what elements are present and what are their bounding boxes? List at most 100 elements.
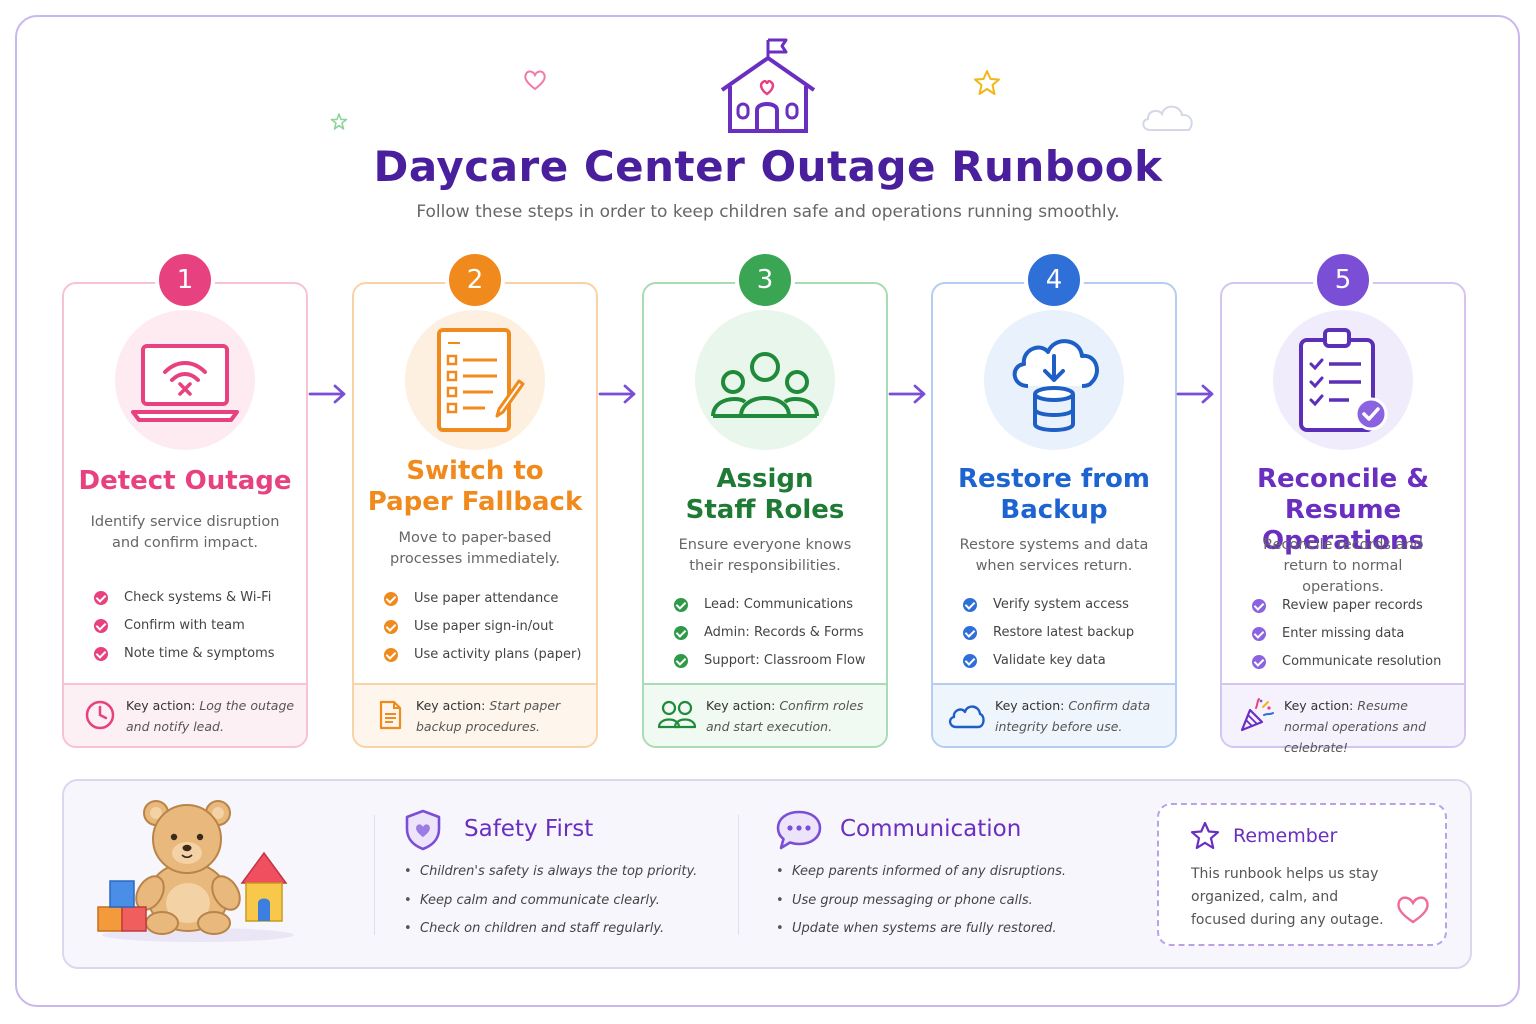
arrow-right-icon [598, 384, 636, 404]
paper-checklist-icon [437, 328, 525, 432]
step-description: Identify service disruption and confirm … [90, 514, 280, 551]
check-icon [94, 591, 108, 605]
check-icon [1252, 655, 1266, 669]
step-checklist: Use paper attendance Use paper sign-in/o… [384, 589, 586, 673]
clipboard-check-icon [1299, 328, 1388, 432]
step-icon-circle [1273, 310, 1413, 450]
step-number-badge: 2 [445, 250, 505, 310]
star-icon [1190, 821, 1220, 850]
step-number-badge: 1 [155, 250, 215, 310]
check-icon [384, 620, 398, 634]
list-item: Check systems & Wi-Fi [94, 588, 296, 616]
check-icon [94, 647, 108, 661]
safety-first-list: Children's safety is always the top prio… [404, 862, 697, 948]
step-icon-circle [405, 310, 545, 450]
list-item: Use activity plans (paper) [384, 645, 586, 673]
list-item: Children's safety is always the top prio… [404, 862, 697, 891]
step-icon-circle [115, 310, 255, 450]
remember-title: Remember [1233, 825, 1338, 847]
key-action-text: Key action: Log the outage and notify le… [126, 698, 295, 734]
people-icon [658, 700, 696, 729]
step-checklist: Lead: Communications Admin: Records & Fo… [674, 595, 876, 679]
list-item: Use group messaging or phone calls. [776, 891, 1066, 920]
list-item: Restore latest backup [963, 623, 1165, 651]
key-action-text: Key action: Confirm roles and start exec… [706, 698, 864, 734]
list-item: Check on children and staff regularly. [404, 919, 697, 948]
key-action-box: Key action: Start paper backup procedure… [354, 683, 596, 746]
heart-icon [1397, 896, 1429, 924]
check-icon [674, 626, 688, 640]
page-title: Daycare Center Outage Runbook [373, 142, 1163, 191]
step-description: Move to paper-based processes immediatel… [390, 530, 560, 567]
step-card-reconcile-resume: 5 Reconcile & Resume Operations Reconcil… [1220, 250, 1466, 755]
section-divider [374, 815, 375, 935]
step-number-badge: 5 [1313, 250, 1373, 310]
teddy-bear-blocks-icon [97, 800, 294, 942]
list-item: Verify system access [963, 595, 1165, 623]
list-item: Enter missing data [1252, 624, 1454, 652]
list-item: Lead: Communications [674, 595, 876, 623]
check-icon [1252, 627, 1266, 641]
check-icon [963, 626, 977, 640]
cloud-database-icon [1012, 339, 1099, 432]
list-item: Note time & symptoms [94, 644, 296, 672]
step-description: Restore systems and data when services r… [959, 537, 1149, 574]
chat-bubble-icon [776, 810, 822, 850]
step-icon-circle [695, 310, 835, 450]
check-icon [963, 654, 977, 668]
check-icon [384, 648, 398, 662]
step-title: Detect Outage [78, 466, 292, 496]
section-divider [738, 815, 739, 935]
list-item: Validate key data [963, 651, 1165, 679]
step-title: Assign Staff Roles [685, 464, 845, 525]
list-item: Confirm with team [94, 616, 296, 644]
arrow-right-icon [888, 384, 926, 404]
step-card-assign-roles: 3 Assign Staff Roles Ensure everyone kno… [642, 250, 888, 748]
key-action-box: Key action: Resume normal operations and… [1222, 683, 1464, 755]
check-icon [963, 598, 977, 612]
remember-box: Remember This runbook helps us stay orga… [1157, 803, 1447, 946]
step-checklist: Check systems & Wi-Fi Confirm with team … [94, 588, 296, 672]
list-item: Update when systems are fully restored. [776, 919, 1066, 948]
cloud-doodle-icon [1142, 105, 1193, 131]
check-icon [94, 619, 108, 633]
check-icon [674, 654, 688, 668]
step-checklist: Review paper records Enter missing data … [1252, 596, 1454, 680]
step-number-badge: 4 [1024, 250, 1084, 310]
small-star-doodle-icon [330, 113, 348, 130]
step-number-badge: 3 [735, 250, 795, 310]
check-icon [384, 592, 398, 606]
arrow-right-icon [308, 384, 346, 404]
check-icon [1252, 599, 1266, 613]
communication-list: Keep parents informed of any disruptions… [776, 862, 1066, 948]
arrow-right-icon [1176, 384, 1214, 404]
list-item: Support: Classroom Flow [674, 651, 876, 679]
step-icon-circle [984, 310, 1124, 450]
key-action-text: Key action: Resume normal operations and… [1284, 698, 1427, 755]
step-checklist: Verify system access Restore latest back… [963, 595, 1165, 679]
clock-icon [85, 700, 115, 730]
key-action-text: Key action: Start paper backup procedure… [416, 698, 561, 734]
page-subtitle: Follow these steps in order to keep chil… [416, 202, 1120, 222]
check-icon [674, 598, 688, 612]
safety-first-title: Safety First [464, 816, 594, 842]
list-item: Use paper attendance [384, 589, 586, 617]
list-item: Review paper records [1252, 596, 1454, 624]
communication-title: Communication [840, 816, 1022, 842]
step-title: Reconcile & Resume Operations [1256, 464, 1430, 556]
heart-doodle-icon [524, 70, 546, 91]
list-item: Use paper sign-in/out [384, 617, 586, 645]
step-card-restore-backup: 4 Restore from Backup Restore systems an… [931, 250, 1177, 748]
key-action-box: Key action: Confirm data integrity befor… [933, 683, 1175, 746]
step-title: Restore from Backup [957, 464, 1151, 525]
step-card-detect-outage: 1 Detect Outage Identify service disrupt… [62, 250, 308, 748]
key-action-box: Key action: Confirm roles and start exec… [644, 683, 886, 746]
step-description: Ensure everyone knows their responsibili… [678, 537, 852, 574]
team-icon [711, 352, 819, 418]
list-item: Communicate resolution [1252, 652, 1454, 680]
step-title: Switch to Paper Fallback [367, 456, 583, 517]
key-action-box: Key action: Log the outage and notify le… [64, 683, 306, 746]
shield-heart-icon [405, 809, 441, 851]
list-item: Keep parents informed of any disruptions… [776, 862, 1066, 891]
list-item: Admin: Records & Forms [674, 623, 876, 651]
